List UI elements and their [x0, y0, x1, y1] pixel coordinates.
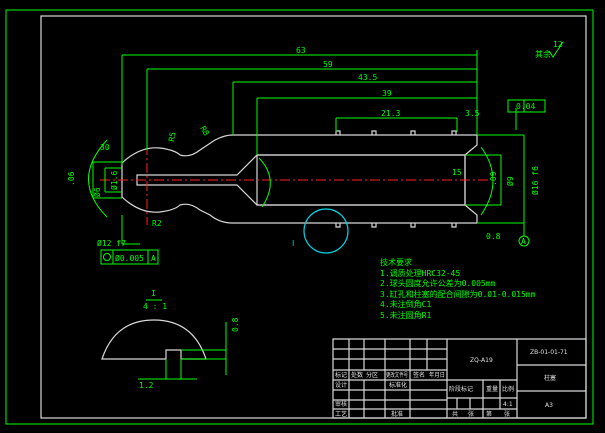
drawing-number: ZB-01-01-71 — [530, 349, 568, 356]
dim-21-3: 21.3 — [381, 109, 400, 118]
coaxiality-datum: A — [151, 254, 156, 263]
header-date: 年月日 — [429, 371, 445, 379]
dim-phi12-f7: Ø12 f7 — [97, 238, 126, 248]
roughness-label: 其余 — [535, 49, 551, 59]
dim-angle-90-right: .09 — [489, 171, 498, 186]
dim-phi6: Ø6 — [92, 187, 102, 197]
tech-item: 4.未注倒角C1 — [380, 299, 431, 309]
tech-title: 技术要求 — [380, 257, 412, 267]
header-zone: 分区 — [366, 371, 378, 379]
header-mark: 标记 — [335, 371, 347, 379]
runout-value: 0.04 — [516, 102, 535, 111]
dim-43-5: 43.5 — [358, 73, 377, 82]
dim-63: 63 — [296, 46, 306, 55]
dim-angle-90-left: .06 — [67, 171, 76, 186]
section-scale: 4 : 1 — [143, 302, 167, 311]
dim-phi16-f6: Ø16 f6 — [530, 166, 540, 195]
dim-r2: R2 — [152, 219, 162, 228]
detail-marker: I — [292, 239, 294, 248]
section-view: I 4 : 1 0.8 1.2 — [101, 289, 240, 390]
tech-item: 2.球头圆度允许公差为0.005mm — [380, 278, 496, 288]
dim-r8: R8 — [198, 125, 211, 138]
sheet-unit: 张 — [504, 410, 510, 418]
technical-requirements: 技术要求 1.调质处理HRC32-45 2.球头圆度允许公差为0.005mm 3… — [380, 257, 536, 320]
detail-circle — [303, 208, 349, 254]
header-change-doc: 更改文件号 — [386, 371, 408, 379]
scale-value: 4:1 — [503, 401, 513, 408]
roughness-symbol: 12 其余 — [535, 40, 564, 59]
inner-frame — [40, 15, 587, 419]
datum-a: A — [521, 237, 526, 246]
dim-angle-15: 15 — [452, 168, 462, 177]
stage-mark: 阶段标记 — [449, 385, 473, 393]
tech-item: 5.未注圆角R1 — [380, 310, 431, 320]
dim-0-8-chamfer: 0.8 — [486, 232, 501, 241]
sheets-unit: 张 — [468, 410, 474, 418]
part-code: ZQ-A19 — [470, 357, 493, 364]
dim-3-5: 3.5 — [465, 109, 480, 118]
section-dim-1-2: 1.2 — [139, 381, 154, 390]
dim-r5: R5 — [167, 131, 178, 142]
row-approve: 批准 — [391, 410, 403, 418]
title-block: 标记 处数 分区 更改文件号 签名 年月日 设计 标准化 审核 工艺 批准 阶段… — [332, 338, 587, 419]
dim-phi1-6: Ø1.6 — [109, 171, 119, 190]
row-design: 设计 — [335, 381, 347, 389]
section-dim-0-8: 0.8 — [231, 317, 240, 332]
scale-label: 比例 — [502, 385, 514, 393]
outer-frame — [5, 9, 594, 425]
header-signature: 签名 — [413, 371, 425, 379]
tech-item: 1.调质处理HRC32-45 — [380, 268, 460, 278]
dim-39: 39 — [382, 89, 392, 98]
tech-item: 3.缸孔和柱塞的配合间隙为0.01-0.015mm — [380, 289, 536, 299]
part-name: 柱塞 — [544, 374, 556, 382]
weight: 重量 — [486, 385, 498, 393]
header-count: 处数 — [351, 371, 363, 379]
section-label: I — [151, 289, 156, 298]
row-standard: 标准化 — [389, 381, 407, 389]
coaxiality-value: Ø0.005 — [115, 253, 144, 263]
material: A3 — [545, 402, 553, 409]
dim-phi9: Ø9 — [505, 176, 515, 186]
row-process: 工艺 — [335, 410, 347, 418]
plunger-section — [100, 130, 490, 228]
sheet-number: 第 — [486, 410, 492, 418]
sheets-total: 共 — [452, 410, 458, 418]
roughness-value: 12 — [553, 40, 563, 49]
dim-59: 59 — [323, 60, 333, 69]
row-review: 审核 — [335, 400, 347, 408]
dim-angle-30: 30 — [100, 143, 110, 152]
dimension-lines — [88, 50, 546, 265]
